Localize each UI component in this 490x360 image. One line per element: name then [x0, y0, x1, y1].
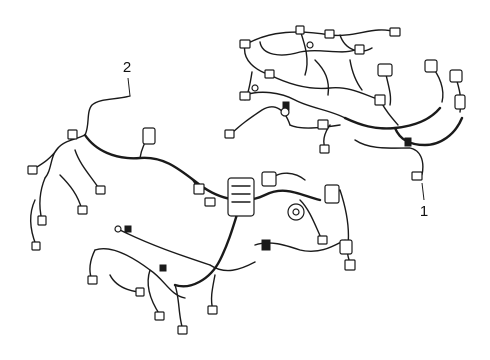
callout-1: 1 — [420, 182, 428, 220]
callout-1-number: 1 — [420, 203, 428, 220]
callout-2-number: 2 — [123, 59, 131, 76]
callout-2: 2 — [123, 59, 131, 97]
engine-wiring-harness — [224, 25, 466, 181]
dash-wiring-harness — [27, 95, 356, 335]
